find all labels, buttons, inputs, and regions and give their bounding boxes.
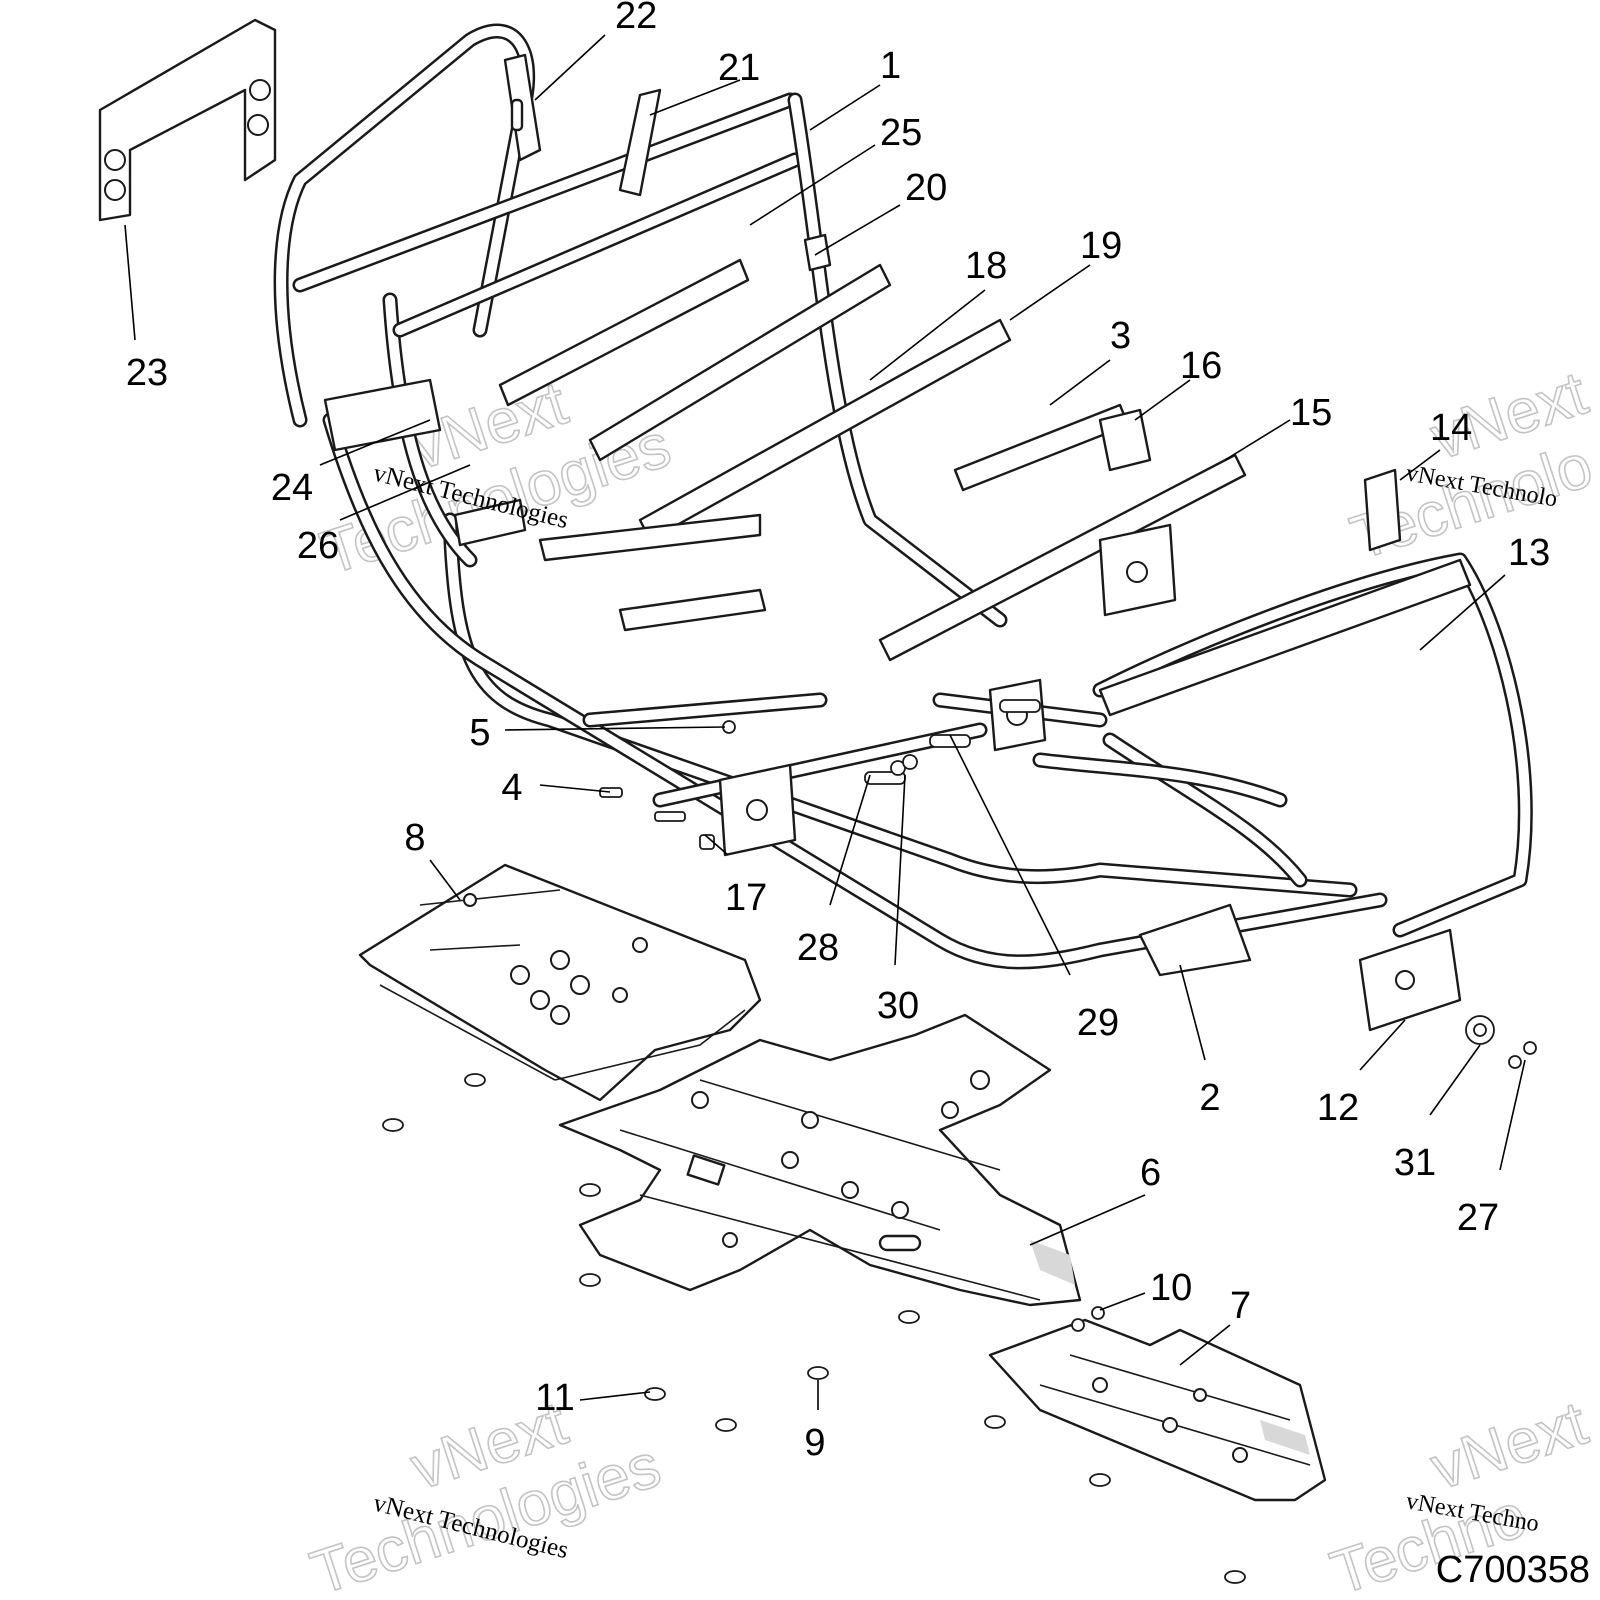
callout-24: 24 — [271, 467, 313, 509]
callout-13: 13 — [1508, 532, 1550, 574]
callout-27: 27 — [1457, 1197, 1499, 1239]
bracket-12 — [1358, 928, 1462, 1032]
callout-15: 15 — [1290, 392, 1332, 434]
bracket-26 — [453, 498, 527, 547]
grommet-31 — [1465, 1015, 1495, 1045]
callout-17: 17 — [725, 877, 767, 919]
callout-16: 16 — [1180, 345, 1222, 387]
callout-3: 3 — [1110, 315, 1131, 357]
push-rivets-11 — [382, 1073, 666, 1401]
side-rail-mid — [618, 588, 767, 632]
bracket-16 — [1098, 408, 1152, 472]
bracket-2 — [1138, 903, 1252, 977]
cross-members — [498, 258, 1472, 717]
callout-11: 11 — [535, 1377, 574, 1419]
callout-25: 25 — [880, 112, 922, 154]
frame-main-1 — [273, 23, 1533, 970]
cross-member-25 — [498, 258, 750, 407]
callout-22: 22 — [615, 0, 657, 37]
callout-1: 1 — [880, 45, 901, 87]
skid-plate-center-6 — [558, 1013, 1082, 1307]
push-rivets-9 — [715, 1310, 1246, 1584]
callout-9: 9 — [804, 1422, 825, 1464]
callout-20: 20 — [905, 167, 947, 209]
bracket-21 — [618, 88, 662, 197]
callout-12: 12 — [1317, 1087, 1359, 1129]
bracket-22 — [503, 53, 542, 162]
screws-27 — [1508, 1041, 1537, 1069]
callout-4: 4 — [501, 767, 522, 809]
callout-14: 14 — [1430, 407, 1472, 449]
callout-7: 7 — [1230, 1285, 1251, 1327]
callout-6: 6 — [1140, 1152, 1161, 1194]
callout-31: 31 — [1394, 1142, 1436, 1184]
callout-2: 2 — [1199, 1077, 1220, 1119]
bracket-24 — [323, 378, 442, 452]
callout-19: 19 — [1080, 225, 1122, 267]
callout-23: 23 — [126, 352, 168, 394]
skid-plate-rear-7 — [988, 1318, 1327, 1502]
side-rail-left — [538, 513, 762, 562]
callout-8: 8 — [404, 817, 425, 859]
fastener-17 — [654, 811, 715, 850]
callout-5: 5 — [469, 712, 490, 754]
bracket-23 — [98, 18, 277, 222]
fastener-4 — [599, 787, 623, 798]
diagram-code: C700358 — [1436, 1549, 1590, 1591]
callout-30: 30 — [877, 985, 919, 1027]
callout-26: 26 — [297, 525, 339, 567]
callout-28: 28 — [797, 927, 839, 969]
callout-10: 10 — [1150, 1267, 1192, 1309]
cross-member-3 — [953, 403, 1130, 492]
cross-member-15 — [878, 453, 1247, 662]
cross-member-13 — [1098, 558, 1472, 717]
washers-30 — [890, 754, 918, 776]
bracket-14 — [1363, 468, 1402, 552]
cross-member-18 — [588, 263, 892, 462]
callout-labels: 1 2 3 4 5 6 7 8 9 10 11 12 13 14 15 16 1… — [126, 0, 1550, 1464]
skid-plate-front-8 — [358, 863, 762, 1102]
callout-29: 29 — [1077, 1002, 1119, 1044]
callout-18: 18 — [965, 245, 1007, 287]
pivot-brackets — [718, 523, 1177, 857]
bracket-20 — [803, 233, 832, 272]
callout-21: 21 — [718, 47, 760, 89]
leader-lines — [124, 34, 1526, 1410]
